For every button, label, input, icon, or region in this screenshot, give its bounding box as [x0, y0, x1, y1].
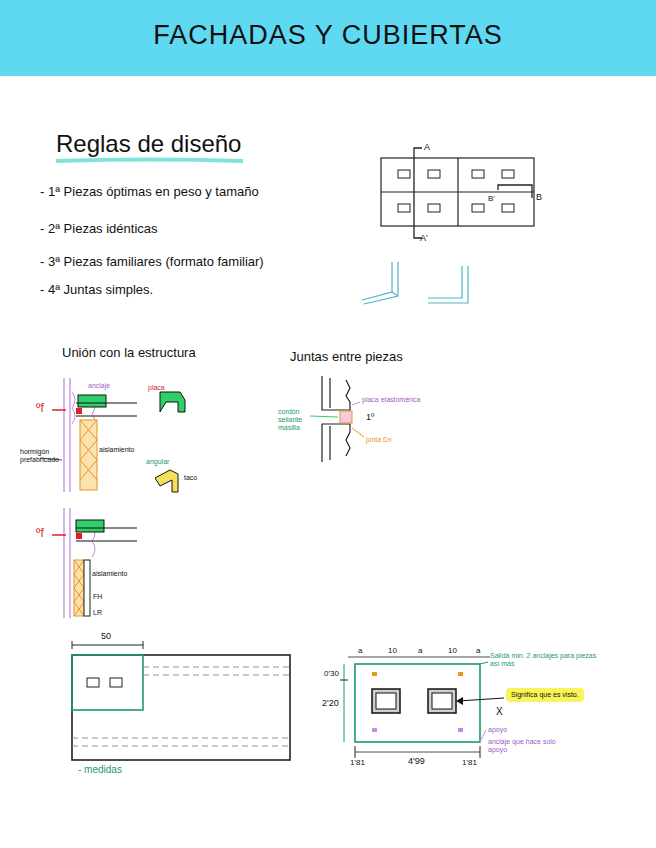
dimension: 10	[448, 646, 457, 655]
section-letter: A'	[420, 233, 428, 243]
rule: - 4ª Juntas simples.	[40, 283, 153, 298]
rule: - 2ª Piezas idénticas	[40, 222, 158, 237]
part-name: aislamiento	[99, 446, 134, 454]
rule: - 3ª Piezas familiares (formato familiar…	[40, 255, 264, 270]
highlight-note: Significa que es visto.	[506, 688, 584, 702]
page-title: FACHADAS Y CUBIERTAS	[0, 20, 656, 51]
part-name: aislamiento	[92, 570, 127, 578]
note: - medidas	[78, 764, 122, 776]
dimension: 4'99	[408, 756, 425, 766]
dimension: a	[418, 646, 422, 655]
note: apoyo	[488, 726, 507, 734]
part-name: taco	[184, 474, 197, 482]
dimension: 0'30	[324, 669, 339, 678]
note: anclaje que hace solo apoyo	[488, 738, 568, 754]
section-letter: B	[536, 192, 542, 202]
note-text: Significa que es visto.	[511, 691, 579, 699]
level-mark: ºf	[36, 402, 44, 416]
section-letter: A	[424, 142, 430, 152]
subheading: Unión con la estructura	[62, 346, 196, 361]
part-name: hormigón prefabricado	[20, 448, 58, 464]
part-name: junta Dx	[366, 436, 392, 444]
section-letter: B'	[488, 194, 495, 203]
part-name: angular	[146, 458, 169, 466]
part-name: placa	[148, 384, 165, 392]
dimension: a	[476, 646, 480, 655]
dimension: 1'81	[462, 758, 477, 767]
part-name: cordón sellante masilla	[278, 408, 310, 432]
note: Salida min. 2 anclajes para piezas así m…	[490, 652, 602, 668]
subheading: Juntas entre piezas	[290, 350, 403, 365]
mark: X	[496, 706, 503, 718]
heading: Reglas de diseño	[56, 130, 241, 158]
part-name: anclaje	[88, 382, 110, 390]
rule: - 1ª Piezas óptimas en peso y tamaño	[40, 185, 259, 200]
dimension: 10	[388, 646, 397, 655]
part-name: placa elastomérica	[362, 396, 420, 404]
dimension: 2'20	[322, 698, 339, 708]
dimension: 1'81	[350, 758, 365, 767]
dimension: a	[358, 646, 362, 655]
part-name: LR	[93, 609, 102, 617]
level-mark: ºf	[36, 527, 44, 541]
callout-number: 1º	[366, 412, 374, 422]
part-name: FH	[93, 593, 102, 601]
dimension: 50	[101, 631, 111, 641]
